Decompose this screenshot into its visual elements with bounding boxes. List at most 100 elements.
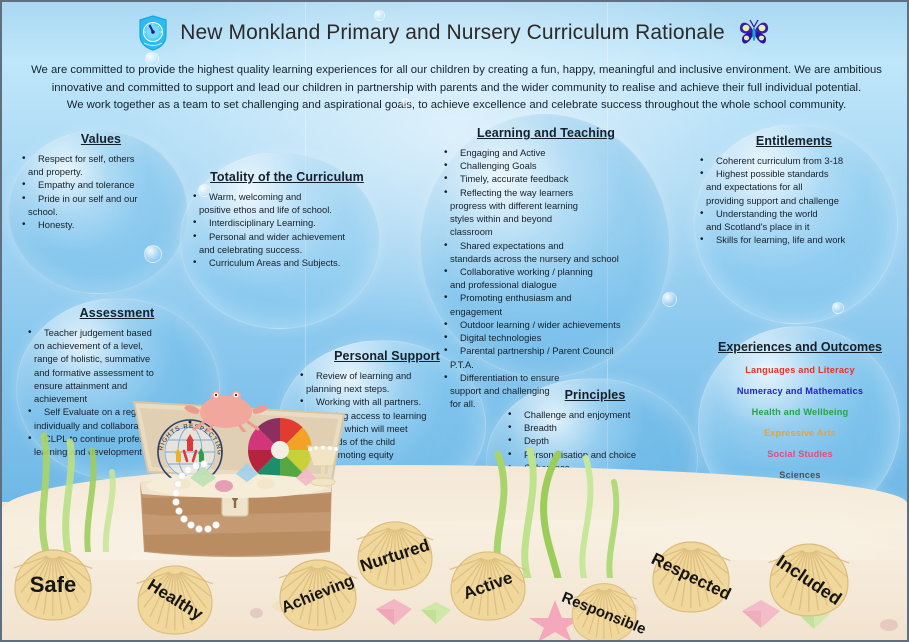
decorative-bubble	[662, 292, 677, 307]
list-item: Interdisciplinary Learning.	[187, 216, 387, 229]
pebble	[250, 608, 263, 618]
list-item: Understanding the world	[694, 207, 894, 220]
decorative-bubble	[401, 98, 410, 107]
wellbeing-shell-included: Included	[768, 542, 850, 618]
page-title: New Monkland Primary and Nursery Curricu…	[180, 21, 725, 44]
list-item: Breadth	[502, 421, 688, 434]
list-item: and Scotland's place in it	[706, 221, 810, 233]
curriculum-area-expressive-arts: Expressive Arts	[763, 428, 837, 438]
gem-pink-icon	[742, 600, 780, 628]
panel-learning-teaching-title: Learning and Teaching	[477, 126, 615, 140]
goblet	[307, 445, 339, 487]
wellbeing-shell-achieving: Achieving	[278, 558, 358, 632]
butterfly-icon	[737, 17, 771, 49]
list-item: Teacher judgement based	[22, 326, 212, 339]
shell-icon	[278, 559, 358, 631]
list-item: learning and development	[34, 445, 142, 457]
list-item: support and challenging	[450, 384, 550, 396]
decorative-bubble	[374, 10, 385, 21]
list-item: progress with different learning	[450, 199, 579, 211]
wellbeing-shell-active: Active	[449, 550, 527, 622]
list-item: ensure attainment and	[34, 379, 128, 391]
panel-values-title: Values	[80, 132, 122, 146]
list-item: standards across the nursery and school	[450, 252, 619, 264]
list-item: Respect for self, others	[16, 152, 186, 165]
shell-icon	[651, 541, 731, 613]
list-item: and celebrating success.	[199, 243, 303, 255]
list-item: and property.	[28, 166, 83, 178]
list-item: engagement	[450, 305, 503, 317]
list-item: Parental partnership / Parent Council	[438, 344, 654, 357]
curriculum-area-numeracy-and-mathematics: Numeracy and Mathematics	[736, 386, 864, 396]
list-item: Warm, welcoming and	[187, 190, 387, 203]
list-item: Promoting enthusiasm and	[438, 291, 654, 304]
treasure-chest: UNICEF RIGHTS RESPECTING SCHOOL	[132, 400, 346, 557]
gem-green	[190, 466, 216, 487]
list-item: Depth	[502, 434, 688, 447]
chest-body	[140, 445, 339, 557]
wellbeing-shell-responsible: Responsible	[559, 582, 649, 640]
list-item: individually and collaboratively	[34, 419, 161, 431]
list-item: Highest possible standards	[694, 167, 894, 180]
decorative-bubble	[832, 302, 844, 314]
list-item: Outdoor learning / wider achievements	[438, 318, 654, 331]
shell-icon	[13, 549, 93, 621]
crab-icon	[184, 391, 268, 432]
list-item: classroom	[450, 226, 493, 238]
list-item: range of holistic, summative	[34, 353, 151, 365]
intro-line-1: We are committed to provide the highest …	[31, 64, 882, 76]
list-item: styles within and beyond	[450, 213, 553, 225]
school-crest-icon	[138, 15, 168, 51]
list-item: Engaging and Active	[438, 146, 654, 159]
list-item: Personalisation and choice	[502, 448, 688, 461]
shell-icon	[356, 521, 434, 591]
list-item: Review of learning and	[294, 369, 480, 382]
panel-learning-teaching: Learning and Teaching Engaging and Activ…	[438, 126, 654, 411]
curriculum-area-health-and-wellbeing: Health and Wellbeing	[751, 407, 849, 417]
header-band: New Monkland Primary and Nursery Curricu…	[2, 2, 907, 58]
intro-statement: We are committed to provide the highest …	[20, 62, 893, 115]
panel-totality-title: Totality of the Curriculum	[210, 170, 364, 184]
list-item: on achievement of a level,	[34, 340, 143, 352]
panel-entitlements: Entitlements Coherent curriculum from 3-…	[694, 134, 894, 248]
panel-entitlements-list: Coherent curriculum from 3-18Highest pos…	[694, 154, 894, 247]
panel-totality: Totality of the Curriculum Warm, welcomi…	[187, 170, 387, 270]
title-row: New Monkland Primary and Nursery Curricu…	[2, 15, 907, 51]
curriculum-area-social-studies: Social Studies	[767, 449, 833, 459]
list-item: Collaborative working / planning	[438, 265, 654, 278]
list-item: positive ethos and life of school.	[199, 204, 332, 216]
list-item: Reflecting the way learners	[438, 186, 654, 199]
intro-line-3: We work together as a team to set challe…	[66, 99, 847, 111]
list-item: Timely, accurate feedback	[438, 172, 654, 185]
list-item: Challenging Goals	[438, 159, 654, 172]
panel-entitlements-title: Entitlements	[755, 134, 833, 148]
list-item: and formative assessment to	[34, 366, 154, 378]
list-item: Working with all partners.	[294, 395, 480, 408]
list-item: the needs of the child	[306, 436, 396, 448]
list-item: Curriculum Areas and Subjects.	[187, 256, 387, 269]
starfish-icon	[529, 600, 581, 640]
pebble	[880, 619, 898, 631]
list-item: CLPL to continue professional	[22, 432, 212, 445]
wellbeing-shell-safe: Safe	[12, 548, 94, 622]
list-item: Skills for learning, life and work	[694, 233, 894, 246]
panel-principles-title: Principles	[564, 388, 626, 402]
list-item: school.	[28, 205, 58, 217]
chest-lid: UNICEF RIGHTS RESPECTING SCHOOL	[132, 400, 346, 485]
list-item: achievement	[34, 393, 88, 405]
list-item: Pride in our self and our	[16, 192, 186, 205]
list-item: Challenge and enjoyment	[502, 408, 688, 421]
list-item: P.T.A.	[450, 358, 474, 370]
curriculum-area-languages-and-literacy: Languages and Literacy	[745, 365, 855, 375]
sand-mound	[562, 470, 907, 560]
list-item: providing support and challenge	[706, 194, 839, 206]
gem-pink-icon	[376, 599, 412, 625]
panel-experiences-outcomes-title: Experiences and Outcomes	[718, 340, 882, 354]
list-item: activities which will meet	[306, 422, 408, 434]
